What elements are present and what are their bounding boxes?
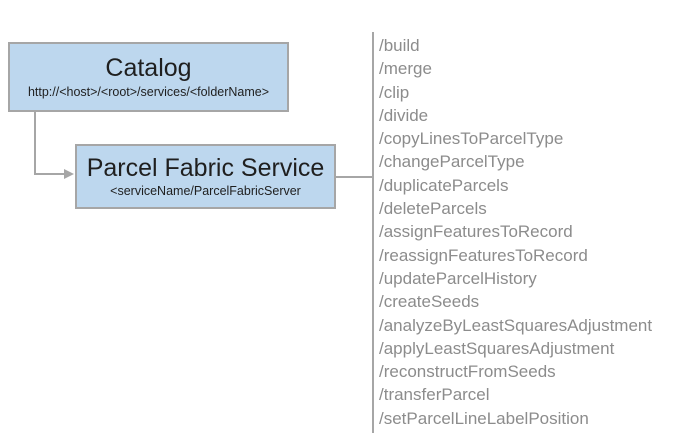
catalog-connector-horizontal-line [34, 173, 65, 175]
operation-item: /setParcelLineLabelPosition [379, 408, 589, 428]
service-connector-line [336, 176, 373, 178]
catalog-connector-vertical-line [34, 112, 36, 175]
operation-item: /createSeeds [379, 292, 480, 312]
operation-item: /reassignFeaturesToRecord [379, 245, 588, 265]
operation-item: /analyzeByLeastSquaresAdjustment [379, 315, 653, 335]
catalog-title: Catalog [105, 54, 192, 83]
operation-item: /clip [379, 82, 410, 102]
operation-item: /deleteParcels [379, 199, 487, 219]
operations-list: /build/merge/clip/divide/copyLinesToParc… [379, 34, 652, 430]
operations-divider-line [372, 32, 374, 433]
operation-item: /merge [379, 59, 432, 79]
operation-item: /copyLinesToParcelType [379, 129, 564, 149]
parcel-fabric-service-node: Parcel Fabric Service <serviceName/Parce… [75, 144, 336, 209]
operation-item: /transferParcel [379, 385, 490, 405]
operation-item: /duplicateParcels [379, 175, 509, 195]
operation-item: /updateParcelHistory [379, 268, 537, 288]
operation-item: /assignFeaturesToRecord [379, 222, 573, 242]
operation-item: /changeParcelType [379, 152, 525, 172]
operation-item: /build [379, 36, 420, 55]
arrow-right-icon [64, 169, 74, 179]
service-subtitle: <serviceName/ParcelFabricServer [110, 184, 301, 199]
operation-item: /applyLeastSquaresAdjustment [379, 338, 615, 358]
catalog-url: http://<host>/<root>/services/<folderNam… [27, 84, 270, 99]
service-title: Parcel Fabric Service [86, 153, 325, 182]
operation-item: /divide [379, 105, 429, 125]
operation-item: /reconstructFromSeeds [379, 362, 556, 382]
catalog-node: Catalog http://<host>/<root>/services/<f… [8, 42, 289, 112]
